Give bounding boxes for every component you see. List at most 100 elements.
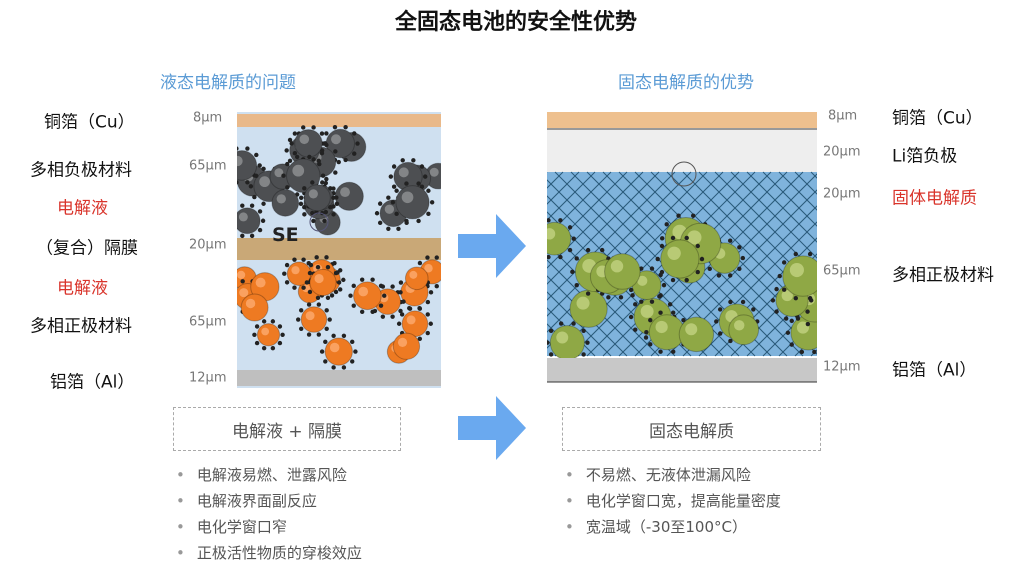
electrolyte-dot xyxy=(374,211,380,216)
electrolyte-dot xyxy=(428,290,434,295)
electrolyte-dot xyxy=(249,233,255,239)
electrolyte-dot xyxy=(411,158,416,163)
electrolyte-dot xyxy=(695,243,700,249)
electrolyte-dot xyxy=(676,213,681,218)
electrolyte-dot xyxy=(270,319,276,324)
hatch xyxy=(547,171,596,221)
electrolyte-dot xyxy=(781,260,787,265)
label-al: 铝箔（Al） xyxy=(892,360,977,381)
electrolyte-dot xyxy=(396,226,401,231)
hatch xyxy=(547,171,580,205)
electrolyte-dot xyxy=(567,225,573,230)
electrolyte-dot xyxy=(727,273,733,278)
particle-highlight xyxy=(401,191,414,204)
particle xyxy=(334,181,364,211)
electrolyte-dot xyxy=(727,238,733,243)
electrolyte-dot xyxy=(333,149,338,154)
electrolyte-dot xyxy=(789,318,794,324)
bullet-item: 宽温域（-30至100°C） xyxy=(565,514,781,540)
arrow-right-icon xyxy=(458,214,526,278)
electrolyte-dot xyxy=(343,157,348,163)
electrolyte-dot xyxy=(355,141,360,146)
particle-highlight xyxy=(429,167,439,177)
particle-highlight xyxy=(292,164,305,177)
electrolyte-dot xyxy=(658,310,663,315)
electrolyte-dot xyxy=(419,164,425,169)
electrolyte-dot xyxy=(404,218,409,224)
electrolyte-dot xyxy=(332,124,338,130)
electrolyte-dot xyxy=(548,328,554,334)
electrolyte-dot xyxy=(353,349,358,354)
electrolyte-dot xyxy=(304,280,310,285)
electrolyte-dot xyxy=(644,330,649,335)
electrolyte-dot xyxy=(805,309,810,314)
hatch xyxy=(547,323,580,357)
page-title: 全固态电池的安全性优势 xyxy=(394,10,637,35)
label-electrolyte-1: 电解液 xyxy=(57,198,108,219)
electrolyte-dot xyxy=(308,262,314,268)
electrolyte-dot xyxy=(311,125,316,130)
electrolyte-dot xyxy=(380,314,386,319)
electrolyte-dot xyxy=(306,332,312,337)
electrolyte-dot xyxy=(292,285,297,290)
particle xyxy=(300,306,328,333)
arrow-right-icon xyxy=(458,396,526,460)
electrolyte-dot xyxy=(585,340,590,345)
electrolyte-dot xyxy=(261,319,267,324)
electrolyte-dot xyxy=(812,349,817,355)
bullet-item: 电化学窗口宽，提高能量密度 xyxy=(565,488,781,514)
electrolyte-dot xyxy=(302,205,307,210)
electrolyte-dot xyxy=(547,340,550,345)
electrolyte-dot xyxy=(781,287,787,292)
electrolyte-dot xyxy=(350,339,355,345)
electrolyte-dot xyxy=(574,283,579,288)
electrolyte-dot xyxy=(795,316,801,321)
electrolyte-dot xyxy=(740,299,746,305)
separator xyxy=(237,238,441,260)
electrolyte-dot xyxy=(351,283,356,289)
particle-highlight xyxy=(655,320,668,334)
label-solid-electrolyte: 固体电解质 xyxy=(892,188,977,209)
electrolyte-dot xyxy=(331,212,336,217)
particle-highlight xyxy=(406,315,416,325)
electrolyte-dot xyxy=(740,255,746,261)
electrolyte-dot xyxy=(648,317,653,323)
electrolyte-dot xyxy=(298,201,304,206)
electrolyte-dot xyxy=(261,201,266,206)
electrolyte-dot xyxy=(681,317,686,323)
electrolyte-dot xyxy=(404,181,409,186)
label-li-anode: Li箔负极 xyxy=(892,146,958,167)
electrolyte-dot xyxy=(390,314,395,319)
electrolyte-dot xyxy=(295,317,301,322)
electrolyte-dot xyxy=(333,289,339,295)
particle-highlight xyxy=(556,331,569,344)
electrolyte-dot xyxy=(323,209,329,215)
electrolyte-dot xyxy=(600,247,605,253)
electrolyte-dot xyxy=(606,295,611,300)
electrolyte-dot xyxy=(311,218,316,224)
electrolyte-dot xyxy=(240,233,245,239)
electrolyte-dot xyxy=(386,226,391,231)
label-cathode: 多相正极材料 xyxy=(30,316,132,337)
electrolyte-dot xyxy=(323,359,328,364)
electrolyte-dot xyxy=(315,295,321,301)
electrolyte-dot xyxy=(280,332,285,337)
electrolyte-dot xyxy=(630,293,635,298)
particle xyxy=(569,289,608,328)
li-foil xyxy=(547,130,817,172)
electrolyte-dot xyxy=(394,211,399,217)
electrolyte-dot xyxy=(249,203,255,208)
electrolyte-dot xyxy=(323,339,328,345)
electrolyte-dot xyxy=(717,307,723,312)
electrolyte-dot xyxy=(338,287,343,292)
electrolyte-dot xyxy=(252,194,257,200)
electrolyte-dot xyxy=(695,269,700,275)
electrolyte-dot xyxy=(684,235,689,241)
electrolyte-dot xyxy=(419,184,425,189)
electrolyte-dot xyxy=(805,321,811,327)
electrolyte-dot xyxy=(331,195,336,200)
electrolyte-dot xyxy=(548,352,554,357)
electrolyte-dot xyxy=(287,137,293,143)
electrolyte-dot xyxy=(331,186,336,191)
electrolyte-dot xyxy=(661,282,667,288)
